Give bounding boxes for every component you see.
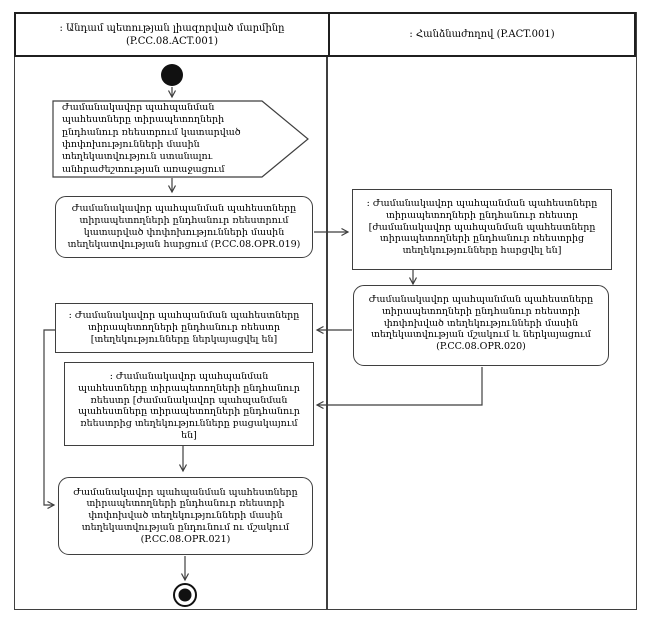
action-node-opr020: Ժամանակավոր պահպանման պահեստները տիրապետ… <box>353 285 609 366</box>
opr021-label: Ժամանակավոր պահպանման պահեստները տիրապետ… <box>73 486 298 545</box>
action-node-opr019: Ժամանակավոր պահպանման պահեստները տիրապետ… <box>55 196 313 258</box>
registry-requested-label: : Ժամանակավոր պահպանման պահեստները տիրապ… <box>366 198 598 257</box>
lane-left-title: : Անդամ պետության լիազորված մարմինը <box>59 22 285 34</box>
opr020-label: Ժամանակավոր պահպանման պահեստները տիրապետ… <box>368 294 594 353</box>
lane-right-title: : Հանձնաժողով (P.ACT.001) <box>409 29 555 40</box>
swimlane-header-right: : Հանձնաժողով (P.ACT.001) <box>330 14 634 55</box>
object-node-registry-presented: : Ժամանակավոր պահպանման պահեստները տիրապ… <box>55 303 313 353</box>
opr019-label: Ժամանակավոր պահպանման պահեստները տիրապետ… <box>67 203 301 250</box>
object-node-registry-missing: : Ժամանակավոր պահպանման պահեստները տիրապ… <box>64 362 314 446</box>
swimlane-divider <box>326 12 328 609</box>
send-signal-label: Ժամանակավոր պահպանման պահեստները տիրապետ… <box>62 101 241 175</box>
final-node-ring <box>173 583 197 607</box>
swimlane-header-left: : Անդամ պետության լիազորված մարմինը (P.C… <box>16 14 330 55</box>
registry-presented-label: : Ժամանակավոր պահպանման պահեստները տիրապ… <box>68 310 300 345</box>
flow-registry-presented-to-opr021 <box>43 329 56 510</box>
initial-node-icon <box>161 64 183 86</box>
lane-left-code: (P.CC.08.ACT.001) <box>125 35 219 47</box>
registry-missing-label: : Ժամանակավոր պահպանման պահեստները տիրապ… <box>78 371 300 441</box>
final-node-icon <box>178 588 192 602</box>
send-signal-node: Ժամանակավոր պահպանման պահեստները տիրապետ… <box>62 101 262 175</box>
object-node-registry-requested: : Ժամանակավոր պահպանման պահեստները տիրապ… <box>352 189 612 270</box>
action-node-opr021: Ժամանակավոր պահպանման պահեստները տիրապետ… <box>58 477 313 555</box>
flow-opr020-to-registry-missing <box>315 367 483 410</box>
send-signal-shape <box>52 100 309 178</box>
swimlane-header-row: : Անդամ պետության լիազորված մարմինը (P.C… <box>14 12 636 57</box>
